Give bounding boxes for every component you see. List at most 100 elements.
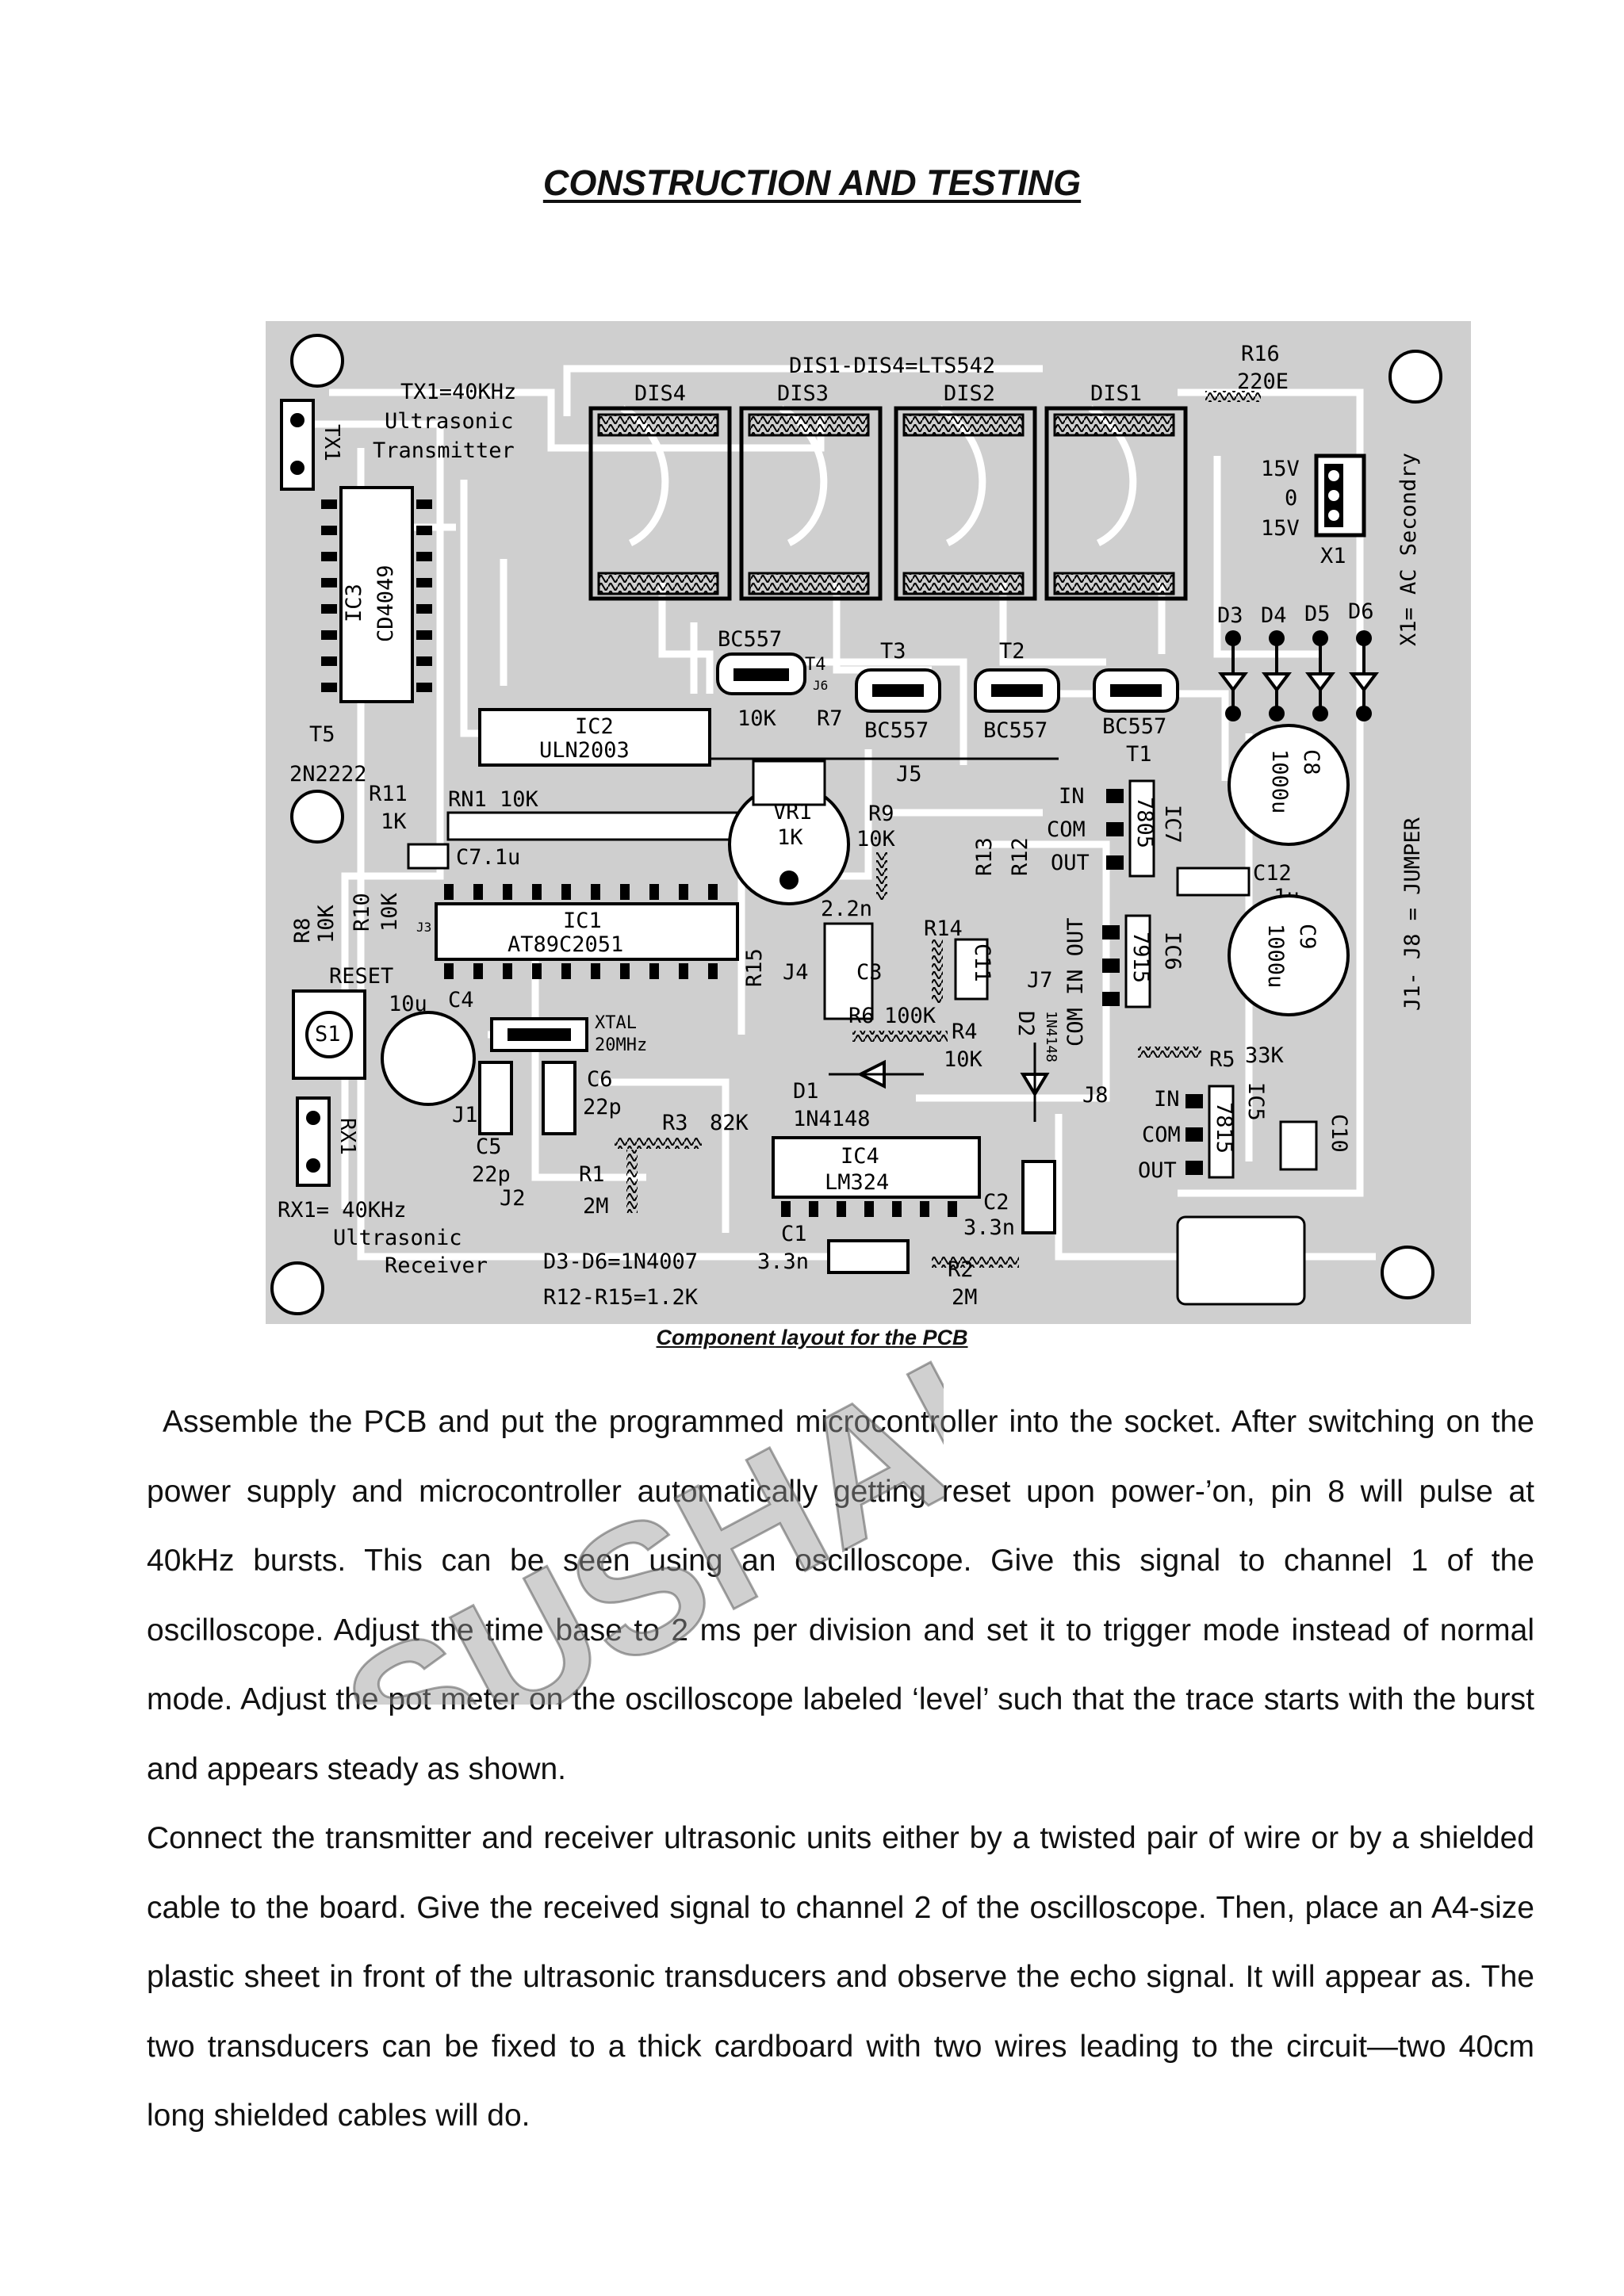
c12-capacitor: [1176, 867, 1251, 897]
r4-value: 10K: [944, 1047, 983, 1072]
ic4-opamp: [772, 1136, 981, 1199]
j2-label: J2: [500, 1186, 526, 1211]
d4-label: D4: [1261, 603, 1287, 628]
diodes-d3-d6: [1218, 638, 1379, 714]
c2-capacitor: [1021, 1160, 1056, 1234]
ic6-label: IC6: [1160, 932, 1185, 970]
j5-label: J5: [896, 762, 922, 786]
d2-part: 1N4148: [1043, 1011, 1059, 1062]
c9-value: 1000u: [1263, 924, 1288, 988]
j7-label: J7: [1027, 968, 1053, 993]
t3-part: BC557: [864, 718, 929, 743]
r3-value: 82K: [710, 1111, 749, 1135]
d6-label: D6: [1348, 599, 1374, 624]
rx1-spec: RX1= 40KHz: [278, 1198, 407, 1223]
t4-bc557: BC557: [718, 627, 782, 652]
rx1-desc2: Receiver: [385, 1253, 488, 1278]
r7-label: R7: [817, 706, 843, 731]
d3-label: D3: [1217, 603, 1243, 628]
t5-part: 2N2222: [289, 762, 367, 786]
r9-label: R9: [868, 802, 894, 826]
r2-label: R2: [948, 1257, 974, 1282]
dis3-label: DIS3: [777, 381, 829, 406]
pcb-layout-figure: TX1 TX1=40KHz Ultrasonic Transmitter DIS…: [266, 321, 1471, 1324]
r13-label: R13: [972, 837, 997, 876]
ic5-label: IC5: [1243, 1082, 1268, 1121]
d2-label: D2: [1013, 1011, 1038, 1037]
out1-label: OUT: [1051, 851, 1090, 875]
r16-value: 220E: [1237, 369, 1289, 394]
c2-value: 3.3n: [963, 1215, 1015, 1240]
rn1-label: RN1 10K: [448, 787, 539, 812]
ic1-label: IC1: [563, 909, 602, 933]
dis1-label: DIS1: [1090, 381, 1142, 406]
ic2-label: IC2: [575, 714, 614, 739]
dis4-label: DIS4: [634, 381, 686, 406]
tx1-spec: TX1=40KHz: [400, 380, 516, 404]
c7-label: C7.1u: [456, 845, 520, 870]
c10-label: C10: [1327, 1114, 1351, 1153]
vr1-label: VR1: [773, 800, 812, 825]
j1-label: J1: [452, 1103, 478, 1127]
c6-capacitor: [542, 1061, 576, 1135]
t2-label: T2: [999, 639, 1025, 664]
c5-capacitor: [478, 1061, 513, 1135]
c2-label: C2: [983, 1190, 1009, 1215]
c9-label: C9: [1295, 924, 1320, 950]
c11-label: C11: [970, 943, 994, 982]
c5-label: C5: [476, 1135, 502, 1159]
c6-label: C6: [587, 1067, 613, 1092]
rx1-desc1: Ultrasonic: [333, 1226, 462, 1250]
figure-caption: Component layout for the PCB: [656, 1326, 968, 1349]
tx1-desc1: Ultrasonic: [385, 409, 514, 434]
r10-label: R10: [350, 893, 374, 932]
mounting-hole-bottom-right: [1381, 1246, 1434, 1299]
com-in-out-label: COM IN OUT: [1063, 917, 1088, 1047]
display-modules: [588, 406, 1188, 601]
v15b-label: 15V: [1261, 516, 1300, 541]
ic3-label: IC3: [342, 584, 366, 622]
r2-value: 2M: [952, 1285, 978, 1310]
reset-label: RESET: [329, 964, 393, 989]
t2-part: BC557: [983, 718, 1048, 743]
ic7-part: 7805: [1132, 797, 1157, 848]
r6-value: 100K: [884, 1004, 936, 1028]
tx1-label: TX1: [320, 424, 343, 461]
ac-secondary-label: X1= AC Secondry: [1396, 453, 1421, 646]
ic4-label: IC4: [841, 1144, 879, 1169]
ic1-part: AT89C2051: [508, 932, 623, 957]
j4-label: J4: [783, 960, 809, 985]
j8-label: J8: [1082, 1083, 1109, 1108]
out2-label: OUT: [1138, 1158, 1177, 1183]
c4-capacitor: [381, 1011, 476, 1106]
xtal-value: 20MHz: [595, 1035, 647, 1055]
d1-label: D1: [793, 1079, 819, 1104]
bottom-connector: [1176, 1215, 1306, 1306]
paragraph-2: Connect the transmitter and receiver ult…: [147, 1821, 1534, 2133]
d1-part: 1N4148: [793, 1107, 871, 1131]
r1-value: 2M: [583, 1194, 609, 1219]
r3-label: R3: [662, 1111, 688, 1135]
c3-label: C3: [856, 960, 883, 985]
r8-value: 10K: [314, 904, 339, 943]
r1-label: R1: [579, 1162, 605, 1187]
rn1-resistor-network: [446, 811, 751, 841]
x1-label: X1: [1320, 544, 1346, 568]
in2-label: IN: [1154, 1087, 1180, 1112]
mounting-hole-bottom-left: [270, 1261, 324, 1315]
t5-label: T5: [309, 722, 335, 747]
t5-transistor: [290, 790, 344, 844]
r15-label: R15: [742, 948, 767, 987]
diode-note: D3-D6=1N4007: [543, 1249, 698, 1274]
ic2-chip: [478, 708, 711, 767]
page-title: CONSTRUCTION AND TESTING: [542, 163, 1082, 203]
v15a-label: 15V: [1261, 457, 1300, 481]
r12-label: R12: [1008, 837, 1032, 876]
dis2-label: DIS2: [944, 381, 995, 406]
r6-label: R6: [848, 1004, 875, 1028]
tx1-desc2: Transmitter: [373, 438, 515, 463]
ic5-regulator: [1208, 1085, 1235, 1179]
c8-capacitor: [1228, 724, 1350, 846]
c5-value: 22p: [472, 1162, 511, 1187]
jumper-note: J1- J8 = JUMPER: [1400, 817, 1425, 1011]
